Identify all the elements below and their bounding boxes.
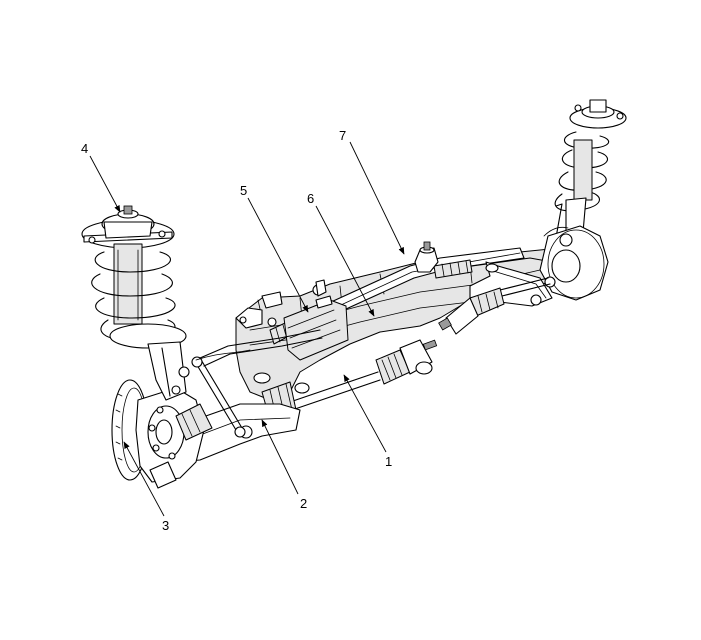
callout-1: 1 xyxy=(385,454,392,469)
right-strut-assembly xyxy=(539,99,627,301)
callout-labels: 1 2 3 4 5 6 7 xyxy=(81,128,392,533)
leader-7 xyxy=(349,141,405,255)
leader-5 xyxy=(247,197,309,313)
callout-3: 3 xyxy=(162,518,169,533)
callout-2: 2 xyxy=(300,496,307,511)
leader-3 xyxy=(123,441,165,517)
leader-lines xyxy=(89,141,405,517)
leader-1 xyxy=(343,374,387,453)
left-knuckle-rotor xyxy=(111,379,213,489)
left-strut-assembly xyxy=(81,205,190,401)
leader-6 xyxy=(315,205,375,317)
steering-rack xyxy=(269,241,558,345)
callout-4: 4 xyxy=(81,141,88,156)
brake-lines xyxy=(195,226,569,361)
leader-4 xyxy=(89,155,121,213)
right-driveshaft xyxy=(438,277,551,335)
callout-7: 7 xyxy=(339,128,346,143)
leader-2 xyxy=(261,419,299,495)
callout-5: 5 xyxy=(240,183,247,198)
callout-6: 6 xyxy=(307,191,314,206)
